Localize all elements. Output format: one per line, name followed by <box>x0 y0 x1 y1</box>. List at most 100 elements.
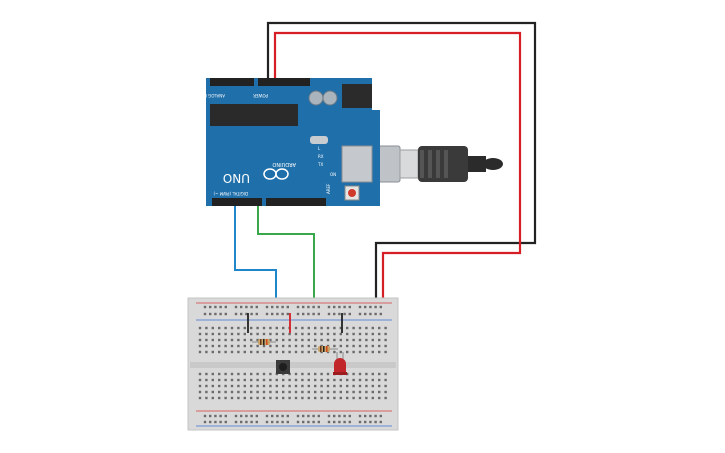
breadboard-hole <box>352 332 355 336</box>
aref-label: AREF <box>326 183 331 194</box>
breadboard-hole <box>346 332 349 336</box>
breadboard-hole <box>265 305 269 309</box>
breadboard-hole <box>286 414 289 418</box>
breadboard-hole <box>205 378 208 382</box>
breadboard-hole <box>237 372 240 376</box>
breadboard-hole <box>358 338 362 342</box>
breadboard-hole <box>320 372 323 376</box>
5v-wire[interactable] <box>273 31 522 306</box>
breadboard-hole <box>326 396 330 400</box>
breadboard-hole <box>302 305 305 309</box>
breadboard-hole <box>250 332 253 336</box>
breadboard-hole <box>211 332 214 336</box>
breadboard-hole <box>314 390 317 394</box>
breadboard-hole <box>343 420 346 424</box>
breadboard-hole <box>234 414 238 418</box>
breadboard-hole <box>333 420 336 424</box>
breadboard-hole <box>198 332 202 336</box>
breadboard-hole <box>230 372 234 376</box>
breadboard-hole <box>320 396 323 400</box>
breadboard-hole <box>219 414 222 418</box>
breadboard-hole <box>271 312 274 316</box>
breadboard-hole <box>218 338 221 342</box>
breadboard-hole <box>218 390 221 394</box>
breadboard-hole <box>320 384 323 388</box>
breadboard-hole <box>314 344 317 348</box>
breadboard-hole <box>224 332 227 336</box>
breadboard-hole <box>205 338 208 342</box>
breadboard <box>187 297 399 431</box>
breadboard-hole <box>218 332 221 336</box>
breadboard-hole <box>346 372 349 376</box>
breadboard-hole <box>224 305 227 309</box>
breadboard-hole <box>198 326 202 330</box>
breadboard-hole <box>250 396 253 400</box>
breadboard-hole <box>224 384 227 388</box>
breadboard-hole <box>378 390 381 394</box>
breadboard-hole <box>358 420 362 424</box>
breadboard-hole <box>378 326 381 330</box>
breadboard-hole <box>269 372 272 376</box>
breadboard-hole <box>245 312 248 316</box>
breadboard-hole <box>218 344 221 348</box>
breadboard-hole <box>205 390 208 394</box>
breadboard-hole <box>339 384 342 388</box>
breadboard-hole <box>275 384 278 388</box>
breadboard-hole <box>230 384 234 388</box>
breadboard-hole <box>203 312 207 316</box>
breadboard-hole <box>339 332 342 336</box>
breadboard-hole <box>269 338 272 342</box>
breadboard-hole <box>237 344 240 348</box>
breadboard-hole <box>256 326 259 330</box>
ground-wire[interactable] <box>266 21 537 306</box>
breadboard-hole <box>211 350 214 354</box>
breadboard-hole <box>302 414 305 418</box>
breadboard-hole <box>343 312 346 316</box>
breadboard-hole <box>282 326 285 330</box>
led[interactable] <box>333 352 347 375</box>
breadboard-hole <box>245 305 248 309</box>
breadboard-hole <box>237 384 240 388</box>
resistor-1[interactable] <box>252 339 276 345</box>
breadboard-hole <box>250 372 253 376</box>
breadboard-hole <box>333 344 336 348</box>
breadboard-hole <box>384 372 387 376</box>
breadboard-hole <box>348 414 351 418</box>
breadboard-hole <box>352 372 355 376</box>
breadboard-hole <box>358 384 362 388</box>
arduino-board[interactable]: UNO ARDUINO ANALOG IN POWER DIGITAL (PWM… <box>203 78 380 206</box>
breadboard-hole <box>271 305 274 309</box>
breadboard-hole <box>358 378 362 382</box>
breadboard-hole <box>346 344 349 348</box>
breadboard-hole <box>203 414 207 418</box>
led-signal-wire[interactable] <box>257 206 315 332</box>
breadboard-hole <box>224 396 227 400</box>
push-button[interactable] <box>276 360 290 374</box>
breadboard-hole <box>296 312 300 316</box>
breadboard-hole <box>230 332 234 336</box>
breadboard-hole <box>365 344 368 348</box>
resistor-2[interactable] <box>312 346 338 352</box>
breadboard-hole <box>218 378 221 382</box>
breadboard-hole <box>301 350 304 354</box>
breadboard-hole <box>262 332 266 336</box>
board-brand-label: ARDUINO <box>272 161 296 167</box>
breadboard-hole <box>275 338 278 342</box>
breadboard-hole <box>237 396 240 400</box>
breadboard-hole <box>243 384 246 388</box>
breadboard-hole <box>219 420 222 424</box>
power-jack <box>342 84 372 108</box>
breadboard-hole <box>224 312 227 316</box>
breadboard-hole <box>339 326 342 330</box>
breadboard-hole <box>288 350 291 354</box>
breadboard-hole <box>214 312 217 316</box>
breadboard-hole <box>371 390 374 394</box>
breadboard-hole <box>352 378 355 382</box>
breadboard-hole <box>314 338 317 342</box>
capacitor <box>322 90 338 106</box>
breadboard-hole <box>378 332 381 336</box>
breadboard-hole <box>262 372 266 376</box>
breadboard-hole <box>307 344 310 348</box>
breadboard-hole <box>198 390 202 394</box>
breadboard-hole <box>234 305 238 309</box>
